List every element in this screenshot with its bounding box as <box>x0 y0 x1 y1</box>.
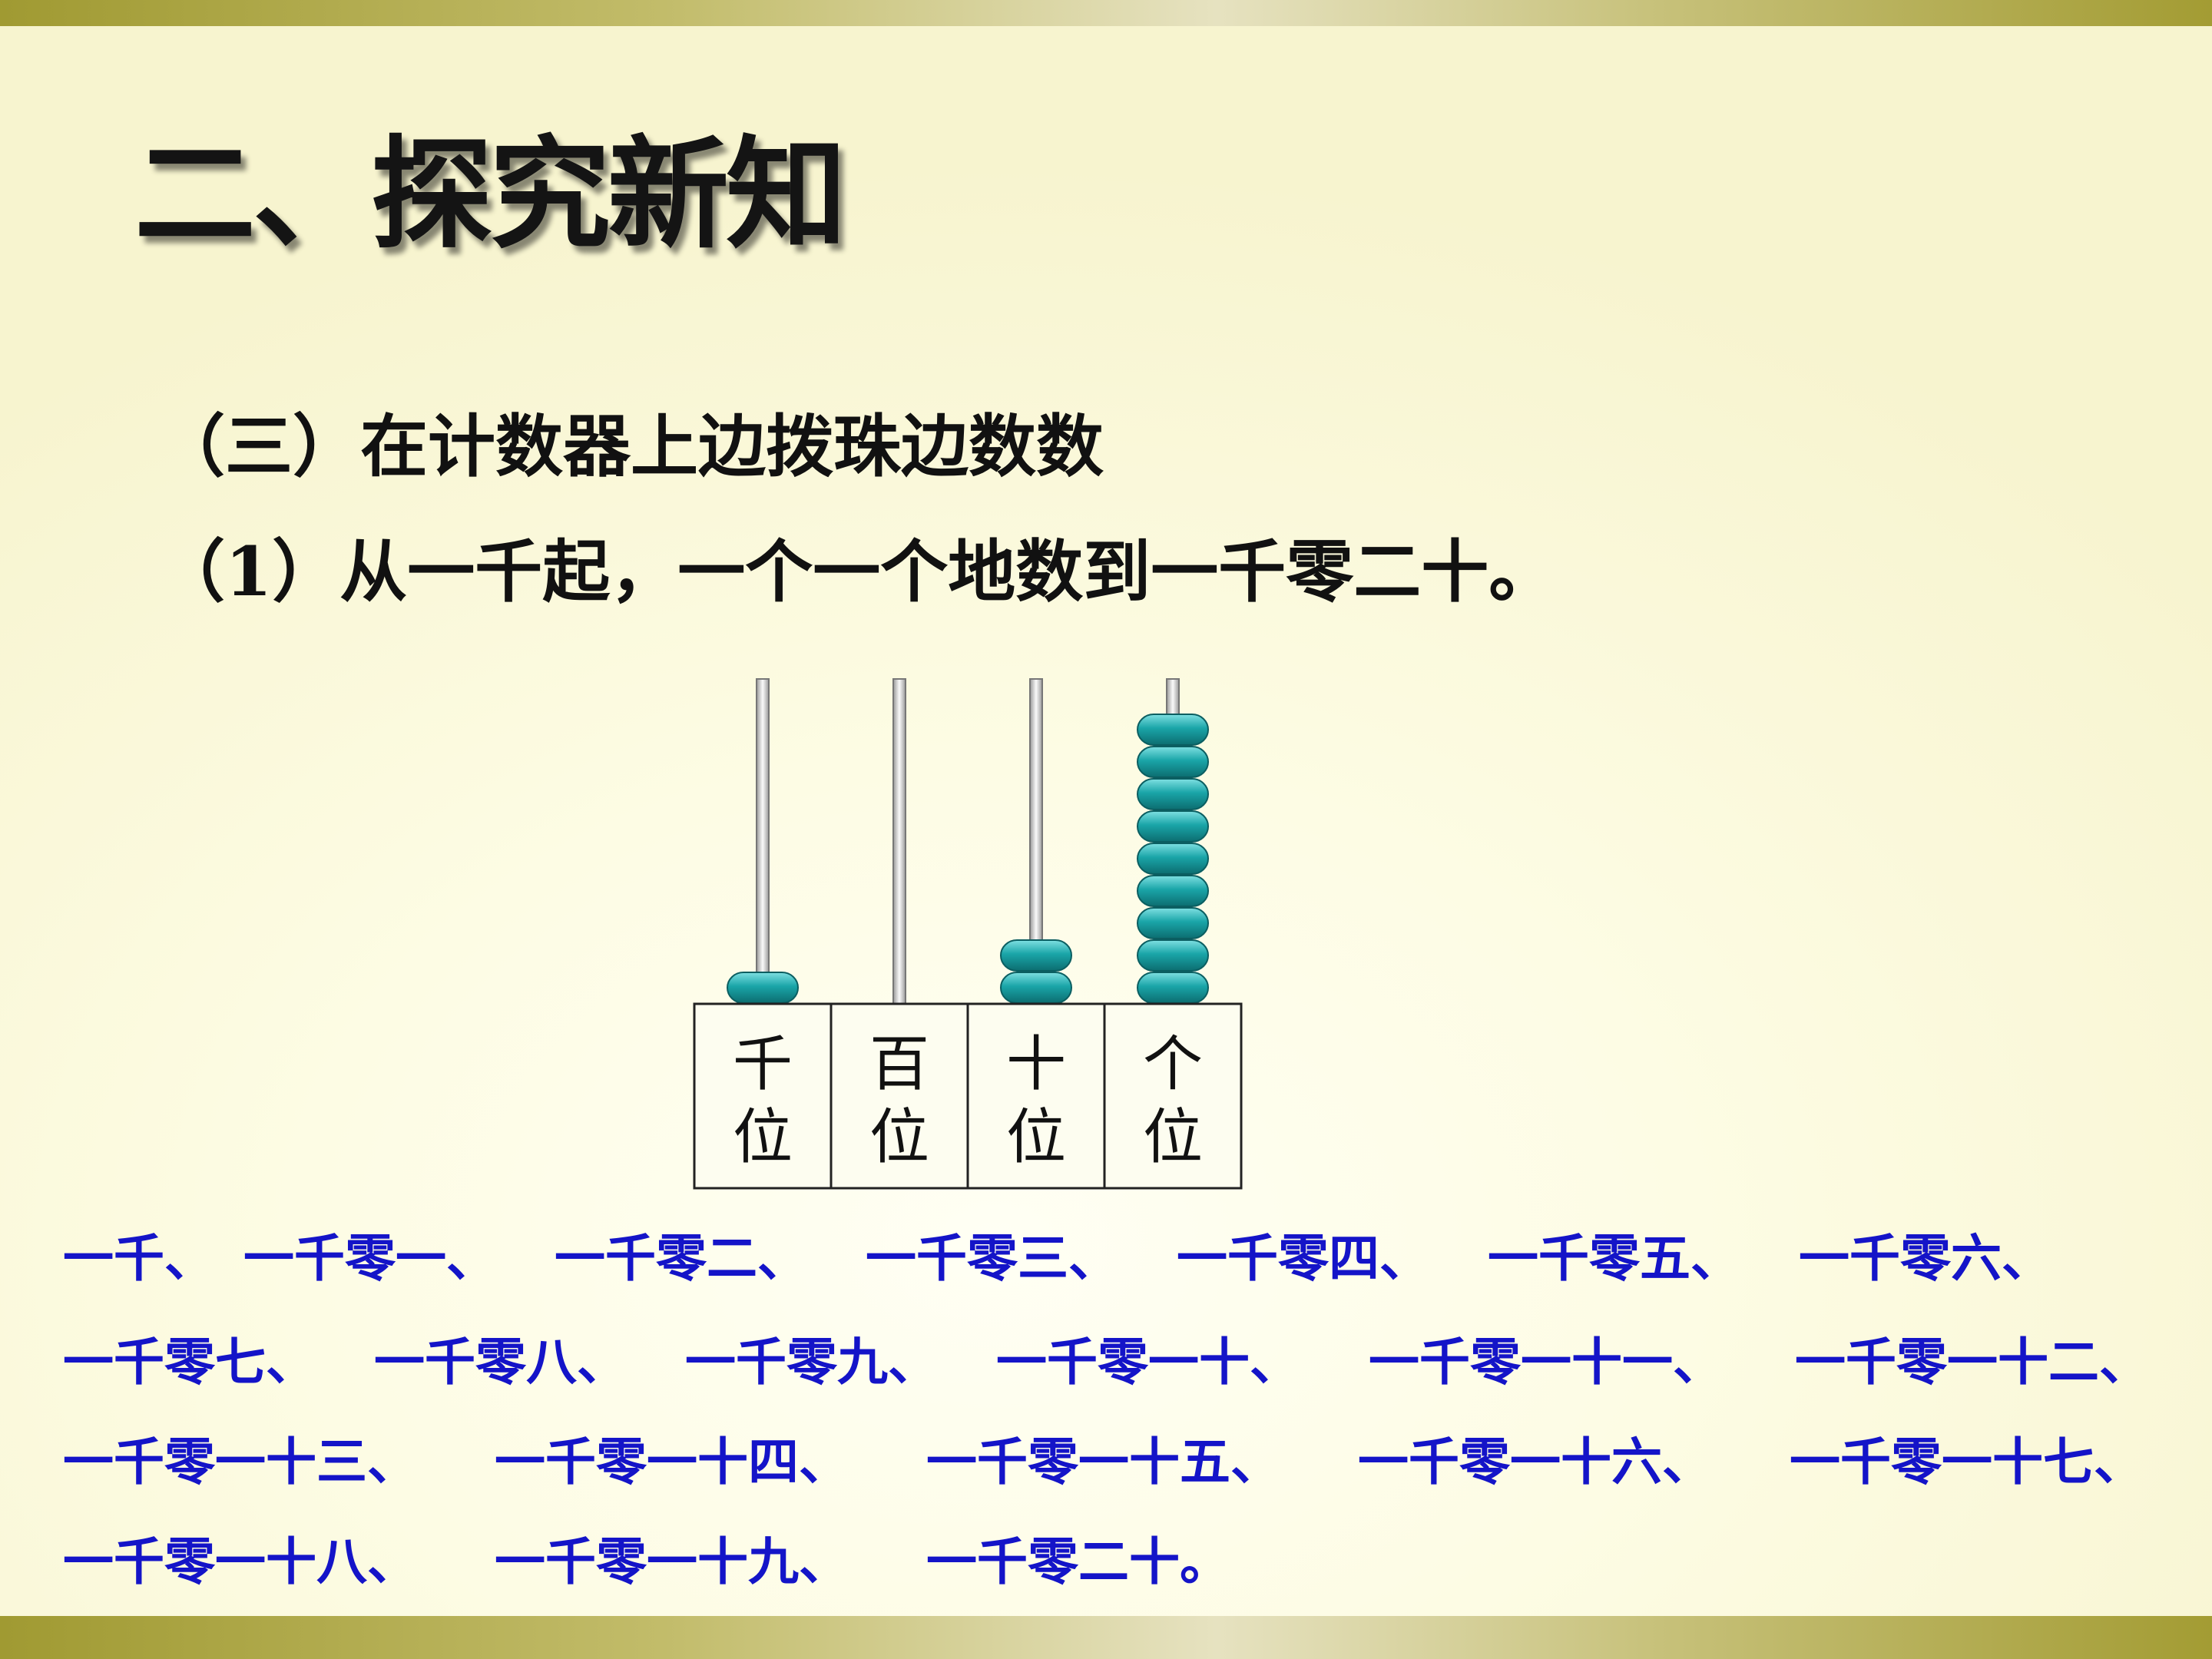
abacus-bead <box>1000 939 1072 972</box>
abacus-bead <box>1137 972 1209 1004</box>
place-label-bottom: 位 <box>733 1103 793 1172</box>
count-item: 一千零三、 <box>866 1228 1119 1288</box>
count-item: 一千零二十。 <box>926 1532 1230 1591</box>
abacus-bead <box>1000 972 1072 1004</box>
count-item: 一千零二、 <box>555 1228 808 1288</box>
count-item: 一千零六、 <box>1799 1228 2052 1288</box>
count-item: 一千零一十六、 <box>1358 1432 1713 1492</box>
place-label-top: 千 <box>733 1030 793 1099</box>
count-item: 一千零七、 <box>63 1332 316 1392</box>
place-label-bottom: 位 <box>869 1103 929 1172</box>
place-value-box <box>1103 1002 1243 1190</box>
abacus-bead <box>1137 810 1209 843</box>
task-instruction: （1）从一千起，一个一个地数到一千零二十。 <box>157 531 1557 611</box>
abacus-bead <box>1137 907 1209 939</box>
abacus-bead <box>1137 939 1209 972</box>
abacus-bead <box>1137 875 1209 907</box>
place-value-box <box>966 1002 1106 1190</box>
place-label-top: 个 <box>1143 1030 1203 1099</box>
section-subtitle: （三）在计数器上边拨珠边数数 <box>157 406 1104 486</box>
count-item: 一千零一十五、 <box>926 1432 1281 1492</box>
abacus-bead <box>1137 714 1209 746</box>
abacus-bead <box>1137 746 1209 778</box>
abacus-rod <box>756 678 770 1005</box>
count-item: 一千零一十三、 <box>63 1432 418 1492</box>
abacus-rod <box>892 678 906 1005</box>
count-item: 一千零一十九、 <box>495 1532 849 1591</box>
count-item: 一千零一十一、 <box>1369 1332 1724 1392</box>
place-label-bottom: 位 <box>1143 1103 1203 1172</box>
count-item: 一千零一十二、 <box>1795 1332 2150 1392</box>
place-label-top: 十 <box>1006 1030 1066 1099</box>
count-item: 一千零一十七、 <box>1790 1432 2144 1492</box>
count-item: 一千零一、 <box>243 1228 497 1288</box>
top-decorative-band <box>0 0 2212 26</box>
abacus-bead <box>1137 843 1209 875</box>
count-item: 一千、 <box>63 1228 215 1288</box>
count-item: 一千零四、 <box>1177 1228 1430 1288</box>
count-item: 一千零五、 <box>1488 1228 1741 1288</box>
place-value-box <box>693 1002 833 1190</box>
slide-title: 二、探究新知 <box>134 124 847 266</box>
abacus-bead <box>1137 778 1209 810</box>
count-item: 一千零八、 <box>374 1332 628 1392</box>
count-item: 一千零一十八、 <box>63 1532 418 1591</box>
place-label-top: 百 <box>869 1030 929 1099</box>
place-label-bottom: 位 <box>1006 1103 1066 1172</box>
bottom-decorative-band <box>0 1616 2212 1659</box>
count-item: 一千零一十、 <box>996 1332 1300 1392</box>
place-value-box <box>830 1002 969 1190</box>
count-item: 一千零九、 <box>685 1332 939 1392</box>
abacus-bead <box>727 972 799 1004</box>
count-item: 一千零一十四、 <box>495 1432 849 1492</box>
